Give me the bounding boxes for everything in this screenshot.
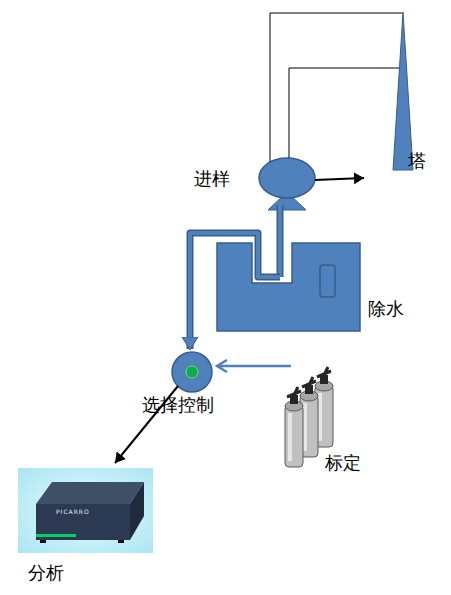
connector xyxy=(270,13,402,162)
node-shape xyxy=(283,355,338,465)
node-label: 除水 xyxy=(368,298,404,320)
tube-outline xyxy=(190,233,280,349)
node-shape xyxy=(217,243,360,331)
brand-text: PICARRO xyxy=(56,508,90,515)
connector-line xyxy=(270,13,402,162)
node-label: 分析 xyxy=(28,562,64,584)
connector xyxy=(217,366,291,367)
tower-symbol: 塔 xyxy=(385,10,425,175)
connector xyxy=(115,386,178,463)
node-shape xyxy=(170,350,214,394)
node-label: 标定 xyxy=(325,452,361,474)
connector xyxy=(289,68,399,158)
node-label: 进样 xyxy=(194,168,230,190)
selector-valve: 选择控制 xyxy=(170,350,214,394)
dryer-box: 除水 xyxy=(217,243,360,331)
connector xyxy=(280,205,281,277)
node-label: 选择控制 xyxy=(142,394,214,416)
sampling-pump: 进样 xyxy=(256,156,318,211)
node-shape xyxy=(256,156,318,211)
connector-line xyxy=(289,68,399,158)
calibration-cylinders: 标定 xyxy=(283,355,338,465)
connector-line xyxy=(115,386,178,463)
connector-line xyxy=(190,233,280,349)
tube-outline xyxy=(277,205,284,277)
connector-line xyxy=(217,365,291,368)
connector xyxy=(190,233,280,349)
connector-line xyxy=(278,205,282,277)
node-label: 塔 xyxy=(408,150,426,172)
